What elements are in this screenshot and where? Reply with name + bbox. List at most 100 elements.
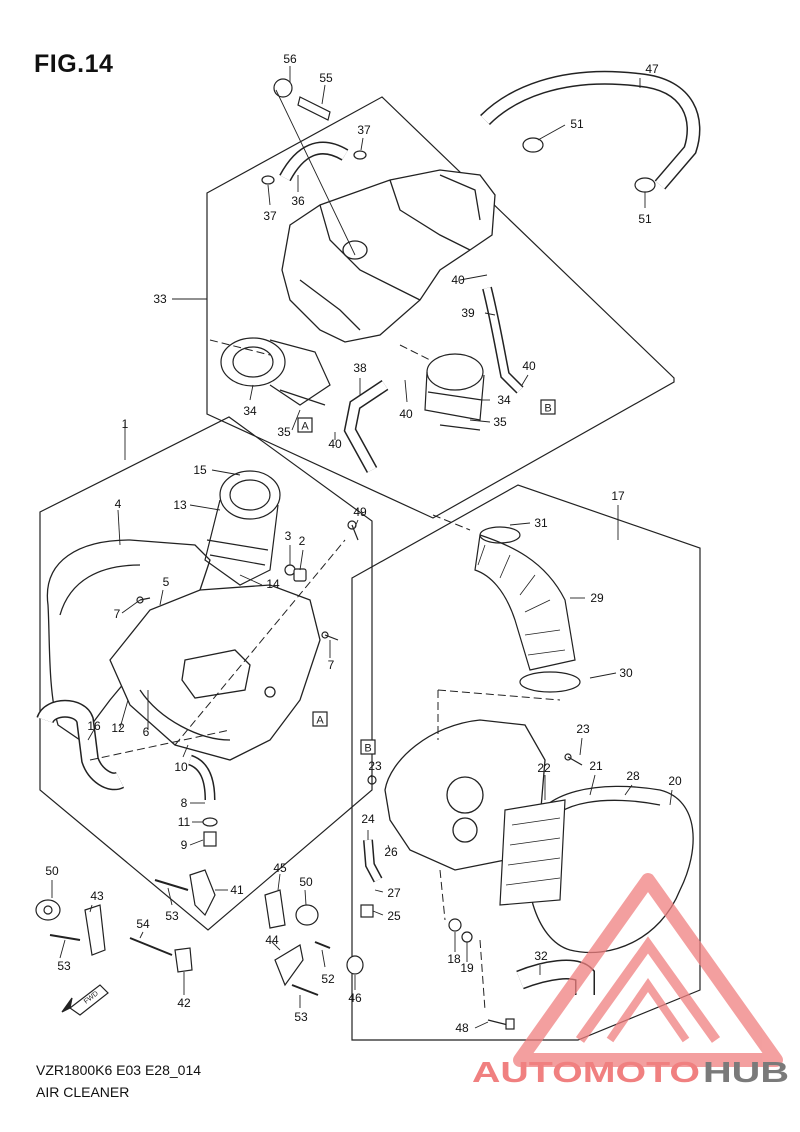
hose-36 xyxy=(279,141,349,182)
callout-32: 32 xyxy=(534,949,548,963)
funnel-13 xyxy=(204,470,281,586)
callout-7-left: 7 xyxy=(114,607,121,621)
bolt-52 xyxy=(314,941,331,949)
callout-8: 8 xyxy=(181,796,188,810)
damper-50a xyxy=(35,899,61,921)
callout-50-right: 50 xyxy=(299,875,313,889)
clamp-37-b xyxy=(353,150,367,160)
clamp-51-bottom xyxy=(634,177,656,193)
fwd-arrow-icon: FWD xyxy=(61,984,109,1016)
callout-15: 15 xyxy=(193,463,207,477)
screw-7b xyxy=(321,631,339,641)
callout-14: 14 xyxy=(266,577,280,591)
callout-17: 17 xyxy=(611,489,625,503)
callout-42: 42 xyxy=(177,996,191,1010)
callout-21: 21 xyxy=(589,759,603,773)
figure-code: VZR1800K6 E03 E28_014 xyxy=(36,1062,202,1078)
callout-33: 33 xyxy=(153,292,167,306)
duct-29 xyxy=(474,534,576,671)
callout-55: 55 xyxy=(319,71,333,85)
callout-25: 25 xyxy=(387,909,401,923)
callout-2: 2 xyxy=(299,534,306,548)
clamp-37-a xyxy=(261,175,275,185)
callout-54: 54 xyxy=(136,917,150,931)
clamp-30 xyxy=(519,671,581,693)
callout-34-right: 34 xyxy=(497,393,511,407)
callout-45: 45 xyxy=(273,861,287,875)
callout-29: 29 xyxy=(590,591,604,605)
collar-19 xyxy=(461,931,473,943)
reference-b-box-2: B xyxy=(360,739,376,755)
callout-7-right: 7 xyxy=(328,658,335,672)
callout-19: 19 xyxy=(460,961,474,975)
callout-39: 39 xyxy=(461,306,475,320)
bracket-43 xyxy=(84,904,106,956)
callout-40-c: 40 xyxy=(399,407,413,421)
cleaner-case-12 xyxy=(109,584,321,761)
callout-10: 10 xyxy=(174,760,188,774)
bracket-44 xyxy=(274,944,304,987)
duct-34-left xyxy=(220,337,331,406)
callout-44: 44 xyxy=(265,933,279,947)
callout-53-right: 53 xyxy=(294,1010,308,1024)
bolt-54 xyxy=(129,937,173,956)
hose-8 xyxy=(187,754,216,801)
callout-51-bottom: 51 xyxy=(638,212,652,226)
callout-47: 47 xyxy=(645,62,659,76)
callout-51-top: 51 xyxy=(570,117,584,131)
clamp-31 xyxy=(479,526,521,544)
watermark-text-part2: HUB xyxy=(703,1057,789,1089)
callout-18: 18 xyxy=(447,952,461,966)
callout-28: 28 xyxy=(626,769,640,783)
callout-40-d: 40 xyxy=(328,437,342,451)
bracket-41 xyxy=(189,869,216,917)
callout-23-right: 23 xyxy=(576,722,590,736)
callout-36: 36 xyxy=(291,194,305,208)
hose-24 xyxy=(363,839,383,883)
callout-52: 52 xyxy=(321,972,335,986)
callout-53-left: 53 xyxy=(57,959,71,973)
assembly-box-17 xyxy=(351,484,701,1041)
hose-38 xyxy=(343,380,389,473)
reference-a-box: A xyxy=(297,417,313,433)
clip-11 xyxy=(202,817,218,827)
callout-9: 9 xyxy=(181,838,188,852)
washer-18 xyxy=(448,918,462,932)
screw-23a xyxy=(564,753,583,766)
plug-9 xyxy=(203,831,217,847)
callout-40-b: 40 xyxy=(522,359,536,373)
callout-22: 22 xyxy=(537,761,551,775)
callout-35-right: 35 xyxy=(493,415,507,429)
bolt-53b xyxy=(154,879,189,891)
hose-47 xyxy=(480,70,701,190)
figure-title: FIG.14 xyxy=(34,50,114,78)
reference-a-label-2: A xyxy=(316,715,324,727)
nut-2 xyxy=(293,568,307,582)
callout-labels: 56 55 47 51 51 37 37 36 33 40 39 40 34 3… xyxy=(45,52,682,1035)
callout-35-left: 35 xyxy=(277,425,291,439)
element-22 xyxy=(499,799,566,906)
callout-23-left: 23 xyxy=(368,759,382,773)
bolt-53c xyxy=(291,984,319,996)
callout-11: 11 xyxy=(178,815,191,829)
callout-43: 43 xyxy=(90,889,104,903)
bolt-53a xyxy=(49,934,81,941)
callout-27: 27 xyxy=(387,886,401,900)
callout-20: 20 xyxy=(668,774,682,788)
figure-name: AIR CLEANER xyxy=(36,1084,130,1100)
duct-34-right xyxy=(424,353,485,431)
callout-46: 46 xyxy=(348,991,362,1005)
callout-41: 41 xyxy=(230,883,244,897)
callout-26: 26 xyxy=(384,845,398,859)
callout-1: 1 xyxy=(122,417,129,431)
callout-34-left: 34 xyxy=(243,404,257,418)
assembly-box-1 xyxy=(39,416,373,931)
callout-48: 48 xyxy=(455,1021,469,1035)
callout-6: 6 xyxy=(143,725,150,739)
reference-a-label: A xyxy=(301,421,309,433)
leader-lines xyxy=(51,66,673,1029)
callout-53-mid: 53 xyxy=(165,909,179,923)
callout-31: 31 xyxy=(534,516,548,530)
callout-37-top: 37 xyxy=(357,123,371,137)
